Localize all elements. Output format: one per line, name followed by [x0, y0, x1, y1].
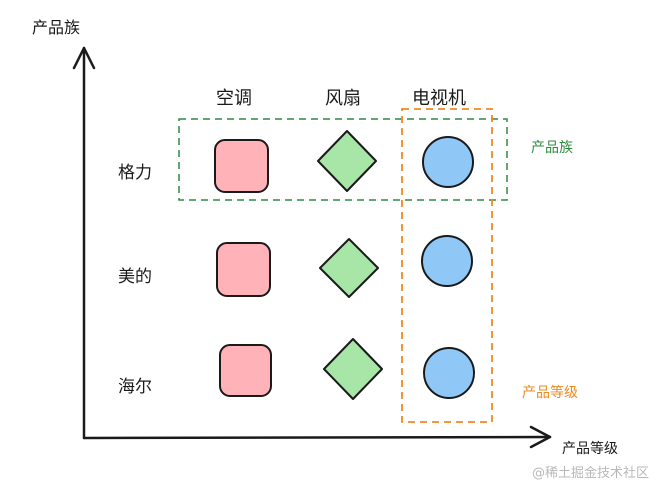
- diamond-haier-fan: [323, 338, 383, 400]
- y-axis-label: 产品族: [32, 18, 81, 37]
- y-axis-arrow: [72, 46, 96, 70]
- x-axis-line: [82, 435, 552, 440]
- column-header-tv: 电视机: [412, 88, 466, 109]
- product-grade-box: [401, 108, 493, 423]
- square-geli-aircon: [214, 139, 269, 193]
- row-label-midea: 美的: [118, 267, 152, 287]
- product-family-annotation: 产品族: [531, 140, 573, 156]
- x-axis-arrow: [529, 425, 552, 449]
- diamond-geli-fan: [317, 130, 377, 192]
- circle-haier-tv: [423, 347, 475, 399]
- circle-midea-tv: [421, 235, 473, 287]
- x-axis-label: 产品等级: [562, 441, 618, 457]
- row-label-geli: 格力: [118, 163, 152, 183]
- row-label-haier: 海尔: [118, 377, 152, 397]
- square-midea-aircon: [216, 242, 271, 297]
- square-haier-aircon: [219, 344, 272, 397]
- column-header-fan: 风扇: [325, 88, 361, 109]
- product-grade-annotation: 产品等级: [522, 385, 578, 401]
- diamond-midea-fan: [319, 238, 379, 298]
- circle-geli-tv: [422, 136, 474, 188]
- watermark: @稀土掘金技术社区: [532, 466, 650, 481]
- column-header-aircon: 空调: [216, 88, 252, 109]
